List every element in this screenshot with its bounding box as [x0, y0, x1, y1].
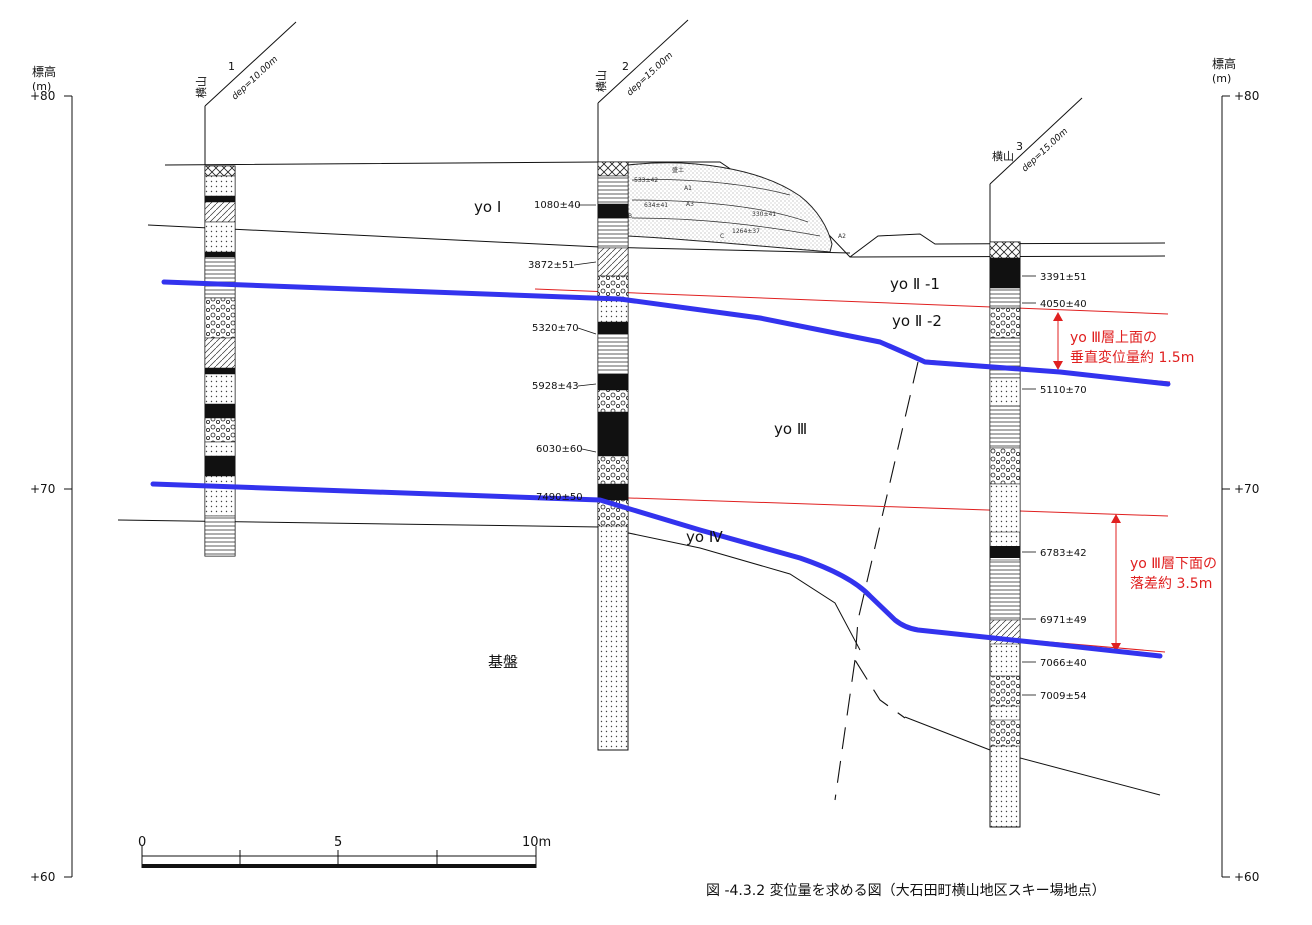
- bh3-age-3: 5110±70: [1040, 385, 1087, 396]
- bh2-age-6: 7490±50: [536, 492, 583, 503]
- trench-label-age3: 330±41: [752, 211, 776, 218]
- scale-tick-0: 0: [138, 835, 146, 850]
- trench-label-age1: 533±42: [634, 177, 658, 184]
- layer-yo1: yo Ⅰ: [474, 198, 501, 216]
- trench-label-age2: 634±41: [644, 202, 668, 209]
- borehole-3-index: 3: [1016, 140, 1023, 153]
- right-tick-70: +70: [1234, 482, 1259, 496]
- trench-label-c: C: [720, 233, 724, 240]
- borehole-3-age-labels: 3391±51 4050±40 5110±70 6783±42 6971±49 …: [1022, 272, 1087, 702]
- left-axis-unit: (m): [32, 80, 51, 93]
- bh3-age-7: 7009±54: [1040, 691, 1087, 702]
- right-tick-60: +60: [1234, 870, 1259, 884]
- trench-label-fill: 盛土: [672, 166, 684, 174]
- displacement-notes: yo Ⅲ層上面の 垂直変位量約 1.5m yo Ⅲ層下面の 落差約 3.5m: [1070, 330, 1217, 592]
- yo3-base-horizon: [150, 481, 1163, 659]
- figure-caption: 図 -4.3.2 変位量を求める図（大石田町横山地区スキー場地点）: [706, 882, 1106, 899]
- bh2-age-4: 5928±43: [532, 381, 579, 392]
- basement-lower-line: [904, 716, 1161, 796]
- scale-tick-5: 5: [334, 835, 342, 850]
- trench-label-a1: A1: [684, 185, 692, 192]
- bh3-age-2: 4050±40: [1040, 299, 1087, 310]
- right-axis-unit: (m): [1212, 72, 1231, 85]
- left-tick-70: +70: [30, 482, 55, 496]
- basement-top-line: [117, 519, 861, 651]
- fault-line: [834, 361, 919, 801]
- bh3-age-5: 6971±49: [1040, 615, 1087, 626]
- left-elevation-axis: 標高 (m) +80 +70 +60: [30, 64, 73, 884]
- layer-yo2-2: yo Ⅱ -2: [892, 312, 942, 330]
- right-elevation-axis: 標高 (m) +80 +70 +60: [1212, 56, 1259, 884]
- lower-note-line2: 落差約 3.5m: [1130, 576, 1212, 592]
- bh3-age-1: 3391±51: [1040, 272, 1087, 283]
- borehole-2-index: 2: [622, 60, 629, 73]
- trench-sketch: 盛土 533±42 A1 634±41 A3 B 330±41 C 1264±3…: [627, 162, 846, 253]
- bh3-age-4: 6783±42: [1040, 548, 1087, 559]
- left-tick-80: +80: [30, 89, 55, 103]
- bh2-age-2: 3872±51: [528, 260, 575, 271]
- layer-yo2-1: yo Ⅱ -1: [890, 275, 940, 293]
- trench-label-b: B: [628, 213, 632, 220]
- borehole-3-title: 横山: [992, 149, 1014, 163]
- blue-horizons: [150, 279, 1171, 659]
- borehole-1-index: 1: [228, 60, 235, 73]
- right-tick-80: +80: [1234, 89, 1259, 103]
- right-axis-title: 標高: [1212, 56, 1236, 71]
- left-tick-60: +60: [30, 870, 55, 884]
- trench-label-a2: A2: [838, 233, 846, 240]
- scale-tick-10: 10m: [522, 835, 551, 850]
- layer-basement: 基盤: [488, 653, 518, 671]
- bh2-age-3: 5320±70: [532, 323, 579, 334]
- bh3-age-6: 7066±40: [1040, 658, 1087, 669]
- borehole-2-title: 横山: [594, 70, 608, 92]
- layer-labels: yo Ⅰ yo Ⅱ -1 yo Ⅱ -2 yo Ⅲ yo Ⅳ 基盤: [474, 198, 942, 671]
- borehole-2-depth: dep=15.00m: [625, 50, 675, 98]
- upper-note-line1: yo Ⅲ層上面の: [1070, 330, 1157, 346]
- borehole-3: 横山 3 dep=15.00m: [989, 97, 1083, 828]
- red-lower-reference: [599, 496, 1169, 517]
- borehole-2: 横山 2 dep=15.00m: [594, 19, 689, 751]
- scale-bar: 0 5 10m: [138, 835, 551, 868]
- layer-yo3: yo Ⅲ: [774, 420, 807, 438]
- yo3-top-horizon: [161, 279, 1171, 387]
- borehole-1-title: 横山: [194, 76, 208, 98]
- borehole-1-depth: dep=10.00m: [230, 54, 280, 102]
- trench-label-age4: 1264±37: [732, 228, 760, 235]
- bh2-age-5: 6030±60: [536, 444, 583, 455]
- red-upper-reference: [534, 288, 1169, 315]
- layer-yo4: yo Ⅳ: [686, 528, 723, 546]
- borehole-3-depth: dep=15.00m: [1020, 126, 1070, 174]
- borehole-1: 横山 1 dep=10.00m: [194, 21, 297, 557]
- left-axis-title: 標高: [32, 64, 56, 79]
- borehole-2-age-labels: 1080±40 3872±51 5320±70 5928±43 6030±60 …: [528, 200, 597, 503]
- lower-note-line1: yo Ⅲ層下面の: [1130, 556, 1217, 572]
- bh2-age-1: 1080±40: [534, 200, 581, 211]
- upper-note-line2: 垂直変位量約 1.5m: [1070, 349, 1194, 366]
- trench-label-a3: A3: [686, 201, 694, 208]
